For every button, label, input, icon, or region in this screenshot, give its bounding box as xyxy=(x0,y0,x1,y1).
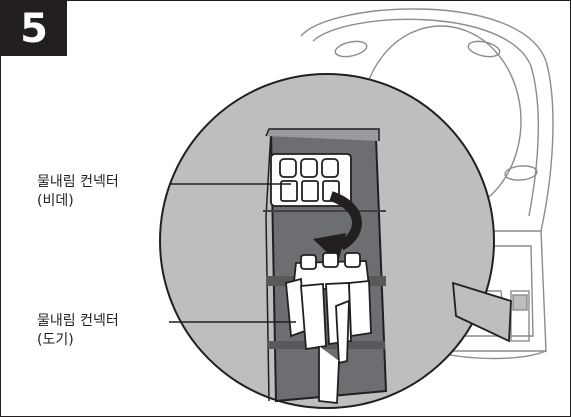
callout-toilet-sublabel: (도기) xyxy=(37,331,119,350)
callout-bidet-sublabel: (비데) xyxy=(37,192,119,211)
callout-bidet-label: 물내림 컨넥터 xyxy=(37,173,119,192)
callout-toilet-connector: 물내림 컨넥터 (도기) xyxy=(37,312,119,350)
callout-toilet-label: 물내림 컨넥터 xyxy=(37,312,119,331)
callout-bidet-connector: 물내림 컨넥터 (비데) xyxy=(37,173,119,211)
step-number-badge: 5 xyxy=(1,1,67,56)
